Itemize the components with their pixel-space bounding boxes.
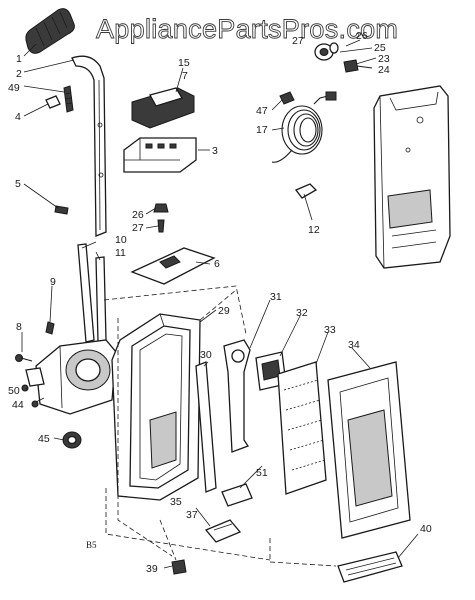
callout-17: 17	[256, 124, 268, 136]
callout-40: 40	[420, 523, 432, 535]
callout-2: 2	[16, 68, 22, 80]
part-4-clip	[45, 95, 61, 109]
part-50-screw	[21, 384, 29, 392]
part-51-plate	[221, 483, 253, 507]
part-rear-housing	[373, 85, 451, 269]
callout-11: 11	[115, 247, 126, 259]
callout-51: 51	[256, 467, 268, 479]
part-34-front-cover	[327, 361, 411, 539]
part-37-base-plate	[204, 519, 242, 543]
callout-23: 23	[378, 53, 390, 65]
callout-39: 39	[146, 563, 158, 575]
part-handle-grip	[25, 8, 75, 54]
drawing-code: B5	[86, 540, 97, 550]
callout-4: 4	[15, 111, 21, 123]
leader-lines	[21, 39, 419, 569]
callout-32: 32	[296, 307, 308, 319]
part-31-bag-tube	[223, 339, 251, 453]
callout-29: 29	[218, 305, 230, 317]
part-3-switch-block	[123, 137, 197, 173]
callout-44: 44	[12, 399, 24, 411]
part-44-screw	[31, 400, 39, 408]
part-17-power-cord	[271, 91, 337, 163]
callout-34: 34	[348, 339, 360, 351]
part-motor-housing	[25, 339, 117, 415]
callout-45: 45	[38, 433, 50, 445]
part-15-switch-cover	[131, 87, 195, 129]
part-49-screw	[63, 85, 74, 113]
part-39-fastener	[171, 559, 187, 575]
callout-30: 30	[200, 349, 212, 361]
callout-5: 5	[15, 178, 21, 190]
callout-35: 35	[170, 496, 182, 508]
callout-27-right: 27	[292, 35, 304, 47]
callout-31: 31	[270, 291, 282, 303]
callout-37: 37	[186, 509, 198, 521]
callout-33: 33	[324, 324, 336, 336]
part-6-plate	[130, 247, 216, 285]
part-8-screw	[15, 354, 33, 362]
callout-49: 49	[8, 82, 20, 94]
callout-7: 7	[182, 70, 188, 82]
callout-26-right: 26	[356, 30, 368, 42]
callout-8: 8	[16, 321, 22, 333]
part-40-nameplate	[337, 551, 403, 583]
part-12-cord-clip	[294, 183, 318, 199]
part-27-screw	[157, 219, 165, 233]
part-26-nut	[153, 203, 169, 213]
part-handle-tube	[71, 55, 107, 237]
part-9-screw	[45, 321, 55, 335]
part-29-body-frame	[111, 313, 201, 501]
part-11-rod	[95, 256, 107, 343]
callout-24: 24	[378, 64, 390, 76]
part-33-dust-bag	[277, 361, 327, 495]
callout-27-left: 27	[132, 222, 144, 234]
callout-labels: 1 2 49 4 5 15 7 3 26 27 6 10 11 9 8 50 4…	[8, 30, 432, 575]
callout-25: 25	[374, 42, 386, 54]
callout-6: 6	[214, 258, 220, 270]
part-10-rod	[77, 243, 95, 343]
part-30-strip	[195, 361, 217, 493]
callout-15: 15	[178, 57, 190, 69]
callout-1: 1	[16, 53, 22, 65]
callout-47: 47	[256, 105, 268, 117]
part-45-wheel	[62, 431, 82, 449]
part-cord-hardware	[314, 42, 373, 73]
part-47-plug	[279, 91, 295, 105]
callout-3: 3	[212, 145, 218, 157]
callout-26-left: 26	[132, 209, 144, 221]
part-5-pin	[54, 205, 69, 215]
callout-50: 50	[8, 385, 20, 397]
callout-9: 9	[50, 276, 56, 288]
watermark-text: AppliancePartsPros.com	[96, 14, 398, 44]
callout-10: 10	[115, 234, 127, 246]
callout-12: 12	[308, 224, 320, 236]
assembly-dashed-lines	[103, 285, 337, 567]
